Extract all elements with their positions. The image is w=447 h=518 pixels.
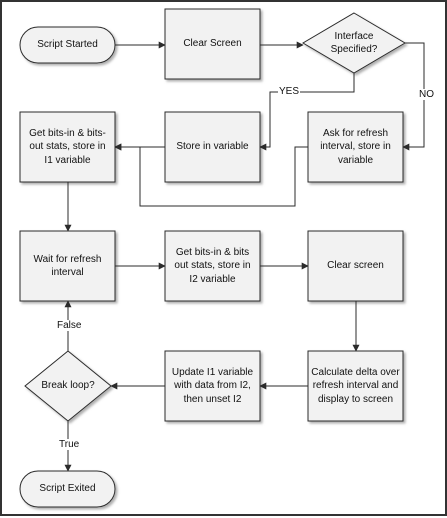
label-wait-refresh: Wait for refresh interval (33, 253, 102, 279)
label-get-bits-i2: Get bits-in & bits out stats, store in I… (174, 246, 251, 285)
label-ask-refresh: Ask for refresh interval, store in varia… (320, 127, 391, 166)
label-script-started: Script Started (37, 39, 98, 51)
edge-label-no: NO (418, 89, 435, 100)
edge-ask-to-get-i1 (114, 143, 308, 207)
label-clear-screen-2: Clear screen (327, 260, 384, 272)
process-get-bits-i1 (19, 111, 116, 183)
edge-label-yes: YES (278, 86, 301, 97)
label-store-variable: Store in variable (176, 141, 249, 153)
label-break-loop: Break loop? (41, 380, 95, 392)
edge-label-false: False (56, 320, 83, 331)
label-script-exited: Script Exited (39, 483, 96, 495)
label-calc-delta: Calculate delta over refresh interval an… (311, 366, 400, 405)
process-clear-screen-1 (164, 8, 261, 80)
label-clear-screen-1: Clear Screen (183, 38, 242, 50)
label-get-bits-i1: Get bits-in & bits-out stats, store in I… (29, 127, 106, 166)
process-clear-screen-2 (307, 230, 404, 302)
process-wait-refresh (19, 230, 116, 302)
edge-yes (259, 73, 355, 151)
label-interface-specified: Interface Specified? (330, 30, 378, 56)
label-update-i1: Update I1 variable with data from I2, th… (171, 366, 254, 405)
process-update-i1 (164, 350, 261, 422)
edge-label-true: True (58, 439, 81, 450)
